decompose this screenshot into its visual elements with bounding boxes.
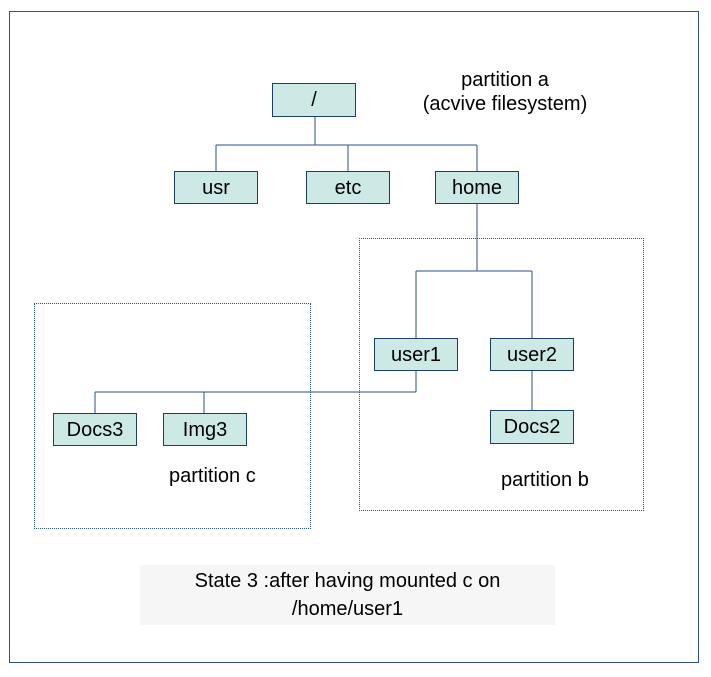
- partition-a-title: partition a: [461, 69, 549, 91]
- node-usr: usr: [174, 171, 258, 204]
- node-docs2: Docs2: [490, 410, 574, 444]
- partition-b-label: partition b: [501, 469, 589, 491]
- state-caption: State 3 :after having mounted c on /home…: [140, 565, 555, 625]
- node-user1: user1: [374, 338, 458, 371]
- caption-line-2: /home/user1: [291, 598, 404, 620]
- diagram-frame: [9, 11, 699, 663]
- partition-a-subtitle: (acvive filesystem): [422, 93, 588, 115]
- partition-c-label: partition c: [169, 465, 256, 487]
- node-etc: etc: [306, 171, 390, 204]
- caption-line-1: State 3 :after having mounted c on: [194, 570, 501, 592]
- node-docs3: Docs3: [53, 413, 137, 446]
- node-user2: user2: [490, 338, 574, 371]
- partition-a-label: partition a (acvive filesystem): [400, 68, 610, 116]
- partition-b-box: [359, 238, 644, 511]
- node-root: /: [272, 83, 356, 117]
- node-home: home: [435, 171, 519, 204]
- node-img3: Img3: [163, 413, 247, 446]
- partition-c-box: [34, 303, 311, 529]
